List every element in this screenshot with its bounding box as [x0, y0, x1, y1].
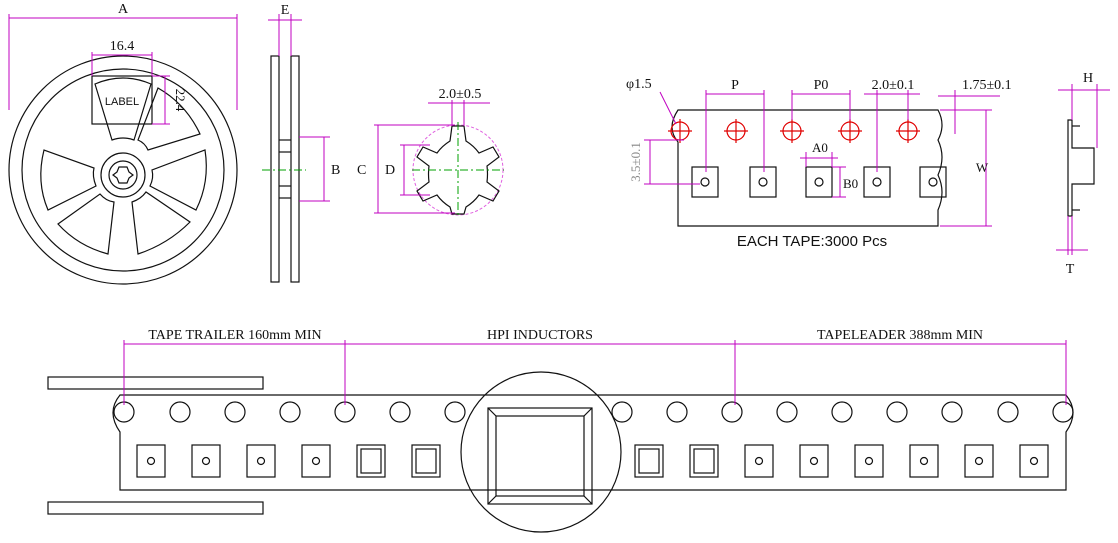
- tape-dimension-a0: A0: [812, 140, 828, 155]
- tape-strip: TAPE TRAILER 160mm MIN HPI INDUCTORS TAP…: [47, 328, 1074, 533]
- strip-pockets: [136, 444, 1049, 478]
- tape-dimension-1-75: 1.75±0.1: [962, 78, 1012, 93]
- pockets: [691, 166, 947, 198]
- tape-cross-section: H T: [1056, 71, 1110, 277]
- strip-leader-label: TAPELEADER 388mm MIN: [817, 328, 983, 343]
- strip-trailer-label: TAPE TRAILER 160mm MIN: [148, 328, 321, 343]
- tape-dimension-b0: B0: [843, 176, 858, 191]
- reel-front-view: LABEL A 16.4 22.4: [8, 2, 238, 285]
- tape-dimension-2-0: 2.0±0.1: [872, 78, 915, 93]
- reel-dimension-16-4: 16.4: [110, 39, 135, 54]
- sprocket-holes: [668, 119, 920, 143]
- tape-dimension-p: P: [731, 78, 739, 93]
- side-dimension-e: E: [281, 3, 290, 18]
- magnified-inductor: [460, 371, 622, 533]
- carrier-tape-detail: φ1.5 P P0 2.0±0.1 1.75±0.1 3.5±0.1 A0: [626, 77, 1012, 250]
- hub-detail: 2.0±0.5 C D: [357, 87, 504, 218]
- hub-dimension-2-0: 2.0±0.5: [439, 87, 482, 102]
- reel-dimension-a: A: [118, 2, 129, 17]
- hub-dimension-c: C: [357, 163, 366, 178]
- tape-dimension-phi: φ1.5: [626, 77, 652, 92]
- tape-dimension-3-5: 3.5±0.1: [628, 142, 643, 182]
- reel-label-text: LABEL: [105, 96, 139, 108]
- hub-dimension-d: D: [385, 163, 395, 178]
- side-dimension-b: B: [331, 163, 340, 178]
- reel-dimension-22-4: 22.4: [173, 89, 188, 112]
- strip-sprocket-holes: [113, 401, 1074, 423]
- strip-components-label: HPI INDUCTORS: [487, 328, 593, 343]
- cross-section-dimension-h: H: [1083, 71, 1093, 86]
- tape-quantity-caption: EACH TAPE:3000 Pcs: [737, 233, 887, 250]
- tape-dimension-p0: P0: [814, 78, 829, 93]
- reel-side-view: E B: [262, 3, 340, 283]
- tape-dimension-w: W: [976, 160, 989, 175]
- cross-section-dimension-t: T: [1066, 262, 1075, 277]
